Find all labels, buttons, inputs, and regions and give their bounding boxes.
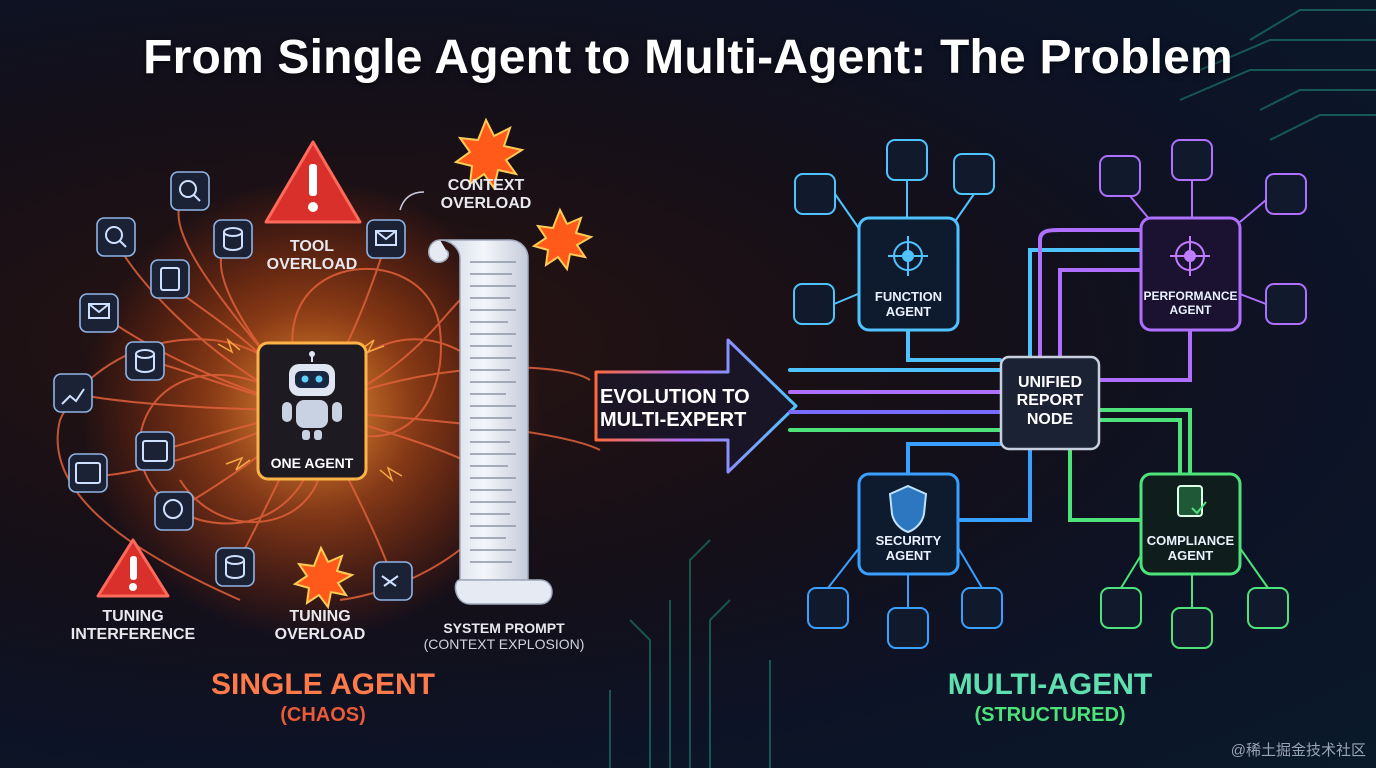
- context-overload-label: CONTEXT OVERLOAD: [440, 177, 532, 213]
- evolution-label: EVOLUTION TO MULTI-EXPERT: [600, 386, 750, 431]
- terminal-icon: [886, 139, 928, 181]
- tuning-overload-label: TUNING OVERLOAD: [274, 608, 366, 644]
- compliance-document-icon: [1177, 485, 1207, 517]
- shield-icon: [888, 484, 928, 534]
- database-icon: [125, 341, 165, 381]
- check-icon: [1171, 607, 1213, 649]
- unified-report-node-label: UNIFIED REPORT NODE: [1016, 374, 1084, 428]
- database-icon: [215, 547, 255, 587]
- system-prompt-label: SYSTEM PROMPT: [443, 620, 565, 636]
- network-icon: [1170, 236, 1210, 276]
- function-agent-label: FUNCTION AGENT: [874, 289, 943, 319]
- orange-sparks: [217, 337, 403, 483]
- robot-icon: [282, 351, 342, 440]
- tuning-interference-label: TUNING INTERFERENCE: [70, 608, 196, 644]
- context-explosion-label: (CONTEXT EXPLOSION): [423, 636, 585, 652]
- bar-chart-icon: [1265, 173, 1307, 215]
- search-icon: [170, 171, 210, 211]
- gauge-icon: [1099, 155, 1141, 197]
- lock-icon: [961, 587, 1003, 629]
- tool-icon: [373, 561, 413, 601]
- single-agent-title: SINGLE AGENT: [211, 668, 435, 701]
- shield-icon: [807, 587, 849, 629]
- connection-pipes: [788, 228, 1192, 522]
- compliance-agent-label: COMPLIANCE AGENT: [1146, 533, 1235, 563]
- document-icon: [1100, 587, 1142, 629]
- database-icon: [213, 219, 253, 259]
- single-agent-subtitle: (CHAOS): [280, 704, 366, 726]
- code-icon: [793, 283, 835, 325]
- watermark: @稀土掘金技术社区: [1230, 742, 1366, 759]
- multi-agent-subtitle: (STRUCTURED): [974, 704, 1126, 726]
- calculator-icon: [150, 259, 190, 299]
- warning-triangle-icon: [96, 538, 170, 598]
- tool-overload-label: TOOL OVERLOAD: [266, 238, 358, 274]
- explosion-icon: [292, 117, 594, 610]
- one-agent-label: ONE AGENT: [270, 455, 354, 471]
- gear-icon: [1265, 283, 1307, 325]
- multi-agent-title: MULTI-AGENT: [947, 668, 1153, 701]
- network-icon: [888, 236, 928, 276]
- unified-report-node-box: [999, 355, 1101, 451]
- document-icon: [794, 173, 836, 215]
- chart-icon: [53, 373, 93, 413]
- code-icon: [135, 431, 175, 471]
- system-prompt-scroll: [428, 239, 553, 605]
- performance-agent-label: PERFORMANCE AGENT: [1143, 289, 1238, 317]
- chart-icon: [887, 607, 929, 649]
- circuit-traces: [609, 9, 1376, 768]
- search-icon: [96, 217, 136, 257]
- gear-icon: [953, 153, 995, 195]
- search-chart-icon: [154, 491, 194, 531]
- security-agent-label: SECURITY AGENT: [875, 533, 942, 563]
- warning-triangle-icon: [264, 140, 362, 224]
- page-title: From Single Agent to Multi-Agent: The Pr…: [143, 31, 1233, 84]
- compliance-agent-box: [1139, 472, 1242, 576]
- evolution-arrow: [594, 338, 798, 474]
- edit-document-icon: [1247, 587, 1289, 629]
- code-icon: [68, 453, 108, 493]
- pointer-curve: [399, 191, 425, 211]
- chart-icon: [1171, 139, 1213, 181]
